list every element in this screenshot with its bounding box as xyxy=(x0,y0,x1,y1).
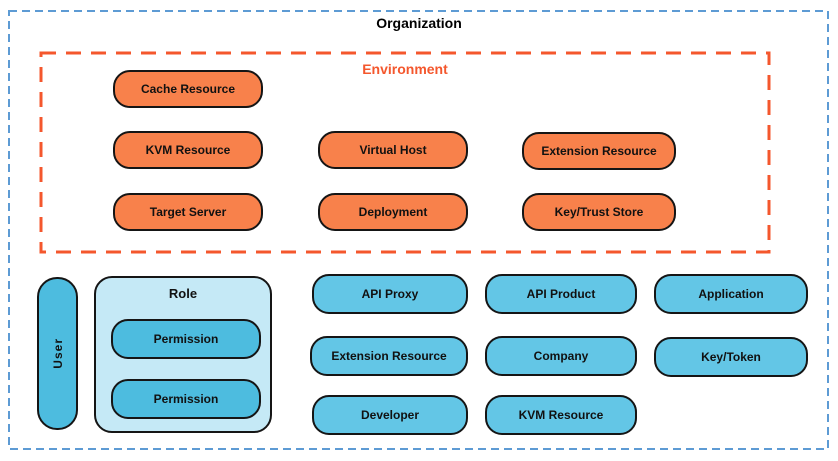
node-api-proxy: API Proxy xyxy=(312,274,468,314)
node-permission-2: Permission xyxy=(111,379,261,419)
node-extension-resource-env: Extension Resource xyxy=(522,132,676,170)
node-extension-resource-org: Extension Resource xyxy=(310,336,468,376)
node-role: Role Permission Permission xyxy=(94,276,272,433)
organization-title: Organization xyxy=(376,15,462,31)
node-developer: Developer xyxy=(312,395,468,435)
environment-title: Environment xyxy=(362,61,448,77)
node-key-token: Key/Token xyxy=(654,337,808,377)
node-target-server: Target Server xyxy=(113,193,263,231)
node-deployment: Deployment xyxy=(318,193,468,231)
node-key-trust-store: Key/Trust Store xyxy=(522,193,676,231)
node-user: User xyxy=(37,277,78,430)
node-virtual-host: Virtual Host xyxy=(318,131,468,169)
node-application: Application xyxy=(654,274,808,314)
role-label: Role xyxy=(168,286,198,301)
node-kvm-resource-org: KVM Resource xyxy=(485,395,637,435)
user-label: User xyxy=(50,338,65,369)
node-cache-resource: Cache Resource xyxy=(113,70,263,108)
organization-boundary xyxy=(8,10,829,450)
node-company: Company xyxy=(485,336,637,376)
node-api-product: API Product xyxy=(485,274,637,314)
node-kvm-resource-env: KVM Resource xyxy=(113,131,263,169)
environment-boundary xyxy=(39,51,771,254)
node-permission-1: Permission xyxy=(111,319,261,359)
